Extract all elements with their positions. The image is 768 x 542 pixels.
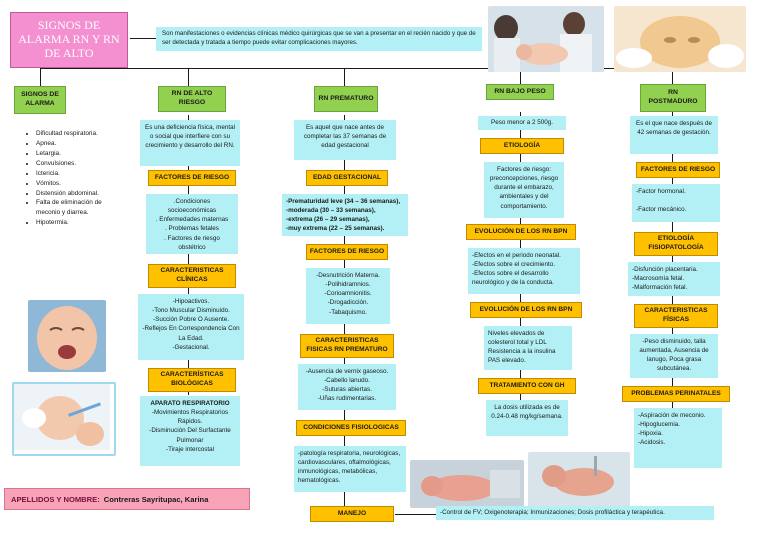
preterm-baby-image-2 bbox=[528, 452, 630, 508]
connector bbox=[130, 38, 156, 39]
alarm-sign-item: Dificultad respiratoria. bbox=[36, 129, 102, 139]
baby-thermometer-photo bbox=[12, 382, 116, 456]
alarm-sign-item: Falta de eliminación de meconio y diarre… bbox=[36, 198, 102, 218]
col4-definition: Peso menor a 2 500g. bbox=[478, 116, 566, 130]
col5-definition: Es el que nace después de 42 semanas de … bbox=[630, 116, 718, 154]
col3-fisicas-title: CARACTERISTICAS FISICAS RN PREMATURO bbox=[300, 334, 394, 358]
main-connector bbox=[40, 68, 688, 69]
page-title: SIGNOS DE ALARMA RN Y RN DE ALTO bbox=[10, 12, 128, 68]
edad-line: -moderada (30 – 33 semanas), bbox=[286, 207, 376, 215]
alarm-sign-item: Apnea. bbox=[36, 139, 102, 149]
col3-fisicas: -Ausencia de vernix gaseoso. -Cabello la… bbox=[298, 364, 396, 410]
col4-evolucion: -Efectos en el periodo neonatal. -Efecto… bbox=[468, 248, 580, 294]
preterm-baby-photo-2 bbox=[528, 452, 630, 508]
col4-header: RN BAJO PESO bbox=[486, 84, 554, 100]
alarm-sign-item: Ictericia. bbox=[36, 169, 102, 179]
col5-factores-title: FACTORES DE RIESGO bbox=[636, 162, 720, 178]
col5-perinatales-title: PROBLEMAS PERINATALES bbox=[622, 386, 730, 402]
col3-fisio: -patología respiratoria, neurológicas, c… bbox=[294, 446, 406, 492]
alarm-signs-list: Dificultad respiratoria.Apnea.Letargia.C… bbox=[22, 129, 102, 228]
col1-header: SIGNOS DE ALARMA bbox=[14, 86, 66, 114]
col3-edad-title: EDAD GESTACIONAL bbox=[306, 170, 388, 186]
col2-clinicas-title: CARACTERISTICAS CLÍNICAS bbox=[148, 264, 236, 288]
col5-factores: -Factor hormonal. -Factor mecánico. bbox=[632, 184, 720, 222]
baby-head-photo bbox=[614, 6, 746, 72]
alarm-sign-item: Convulsiones. bbox=[36, 159, 102, 169]
col2-factores: .Condiciones socioeconómicas . Enfermeda… bbox=[146, 194, 238, 254]
col3-manejo-title: MANEJO bbox=[310, 506, 394, 522]
nurse-baby-image bbox=[488, 6, 604, 72]
col2-spine bbox=[188, 115, 189, 395]
baby-thermometer-image bbox=[14, 384, 110, 450]
baby-head-image bbox=[614, 6, 746, 72]
crying-baby-image bbox=[28, 300, 106, 372]
col2-aparato-text: -Movimientos Respiratorios Rápidos. -Dis… bbox=[149, 409, 231, 453]
col2-clinicas: -Hipoactivos. -Tono Muscular Disminuido.… bbox=[138, 294, 244, 360]
col5-fisicas-title: CARACTERISTICAS FÍSICAS bbox=[634, 304, 718, 328]
col3-factores: -Desnutrición Materna. -Polihidramnios. … bbox=[306, 268, 390, 324]
author-label: APELLIDOS Y NOMBRE: bbox=[11, 494, 100, 504]
preterm-baby-image-1 bbox=[410, 460, 524, 508]
col4-etiologia-title: ETIOLOGÍA bbox=[480, 138, 564, 154]
alarm-sign-item: Letargia. bbox=[36, 149, 102, 159]
col3-fisio-title: CONDICIONES FISIOLOGICAS bbox=[296, 420, 406, 436]
alarm-sign-item: Distensión abdominal. bbox=[36, 189, 102, 199]
col2-factores-title: FACTORES DE RIESGO bbox=[148, 170, 236, 186]
edad-line: -Prematuridad leve (34 – 36 semanas), bbox=[286, 198, 401, 205]
col3-definition: Es aquel que nace antes de completar las… bbox=[294, 120, 396, 160]
col4-tratamiento: La dosis utilizada es de 0.24-0.48 mg/kg… bbox=[486, 400, 568, 436]
col4-etiologia: Factores de riesgo: preconcepciones, rie… bbox=[484, 162, 564, 218]
preterm-baby-photo-1 bbox=[410, 460, 524, 508]
connector bbox=[672, 68, 673, 84]
col3-edad: -Prematuridad leve (34 – 36 semanas), -m… bbox=[282, 194, 408, 236]
author-name: Contreras Sayritupac, Karina bbox=[103, 494, 209, 504]
connector bbox=[40, 68, 41, 86]
col4-evolucion-title: EVOLUCIÓN DE LOS RN BPN bbox=[466, 224, 576, 240]
col5-perinatales: -Aspiración de meconio. -Hipoglucemia. -… bbox=[634, 408, 722, 468]
col2-biologicas-title: CARACTERÍSTICAS BIOLÓGICAS bbox=[148, 368, 236, 392]
connector bbox=[188, 68, 189, 86]
alarm-signs-items: Dificultad respiratoria.Apnea.Letargia.C… bbox=[22, 129, 102, 228]
col3-manejo: -Control de FV; Oxigenoterapia; Inmuniza… bbox=[436, 506, 714, 520]
col3-header: RN PREMATURO bbox=[314, 86, 378, 112]
col3-factores-title: FACTORES DE RIESGO bbox=[306, 244, 388, 260]
col2-aparato-title: APARATO RESPIRATORIO bbox=[150, 400, 230, 407]
col4-evolucion2: Niveles elevados de colesterol total y L… bbox=[484, 326, 572, 370]
col5-fisicas: -Peso disminuido, talla aumentada, Ausen… bbox=[630, 334, 718, 378]
col4-tratamiento-title: TRATAMIENTO CON GH bbox=[478, 378, 576, 394]
col5-header: RN POSTMADURO bbox=[640, 84, 706, 112]
col5-etiologia-title: ETIOLOGÍA FISIOPATOLOGÍA bbox=[634, 232, 718, 256]
definition-box: Son manifestaciones o evidencias clínica… bbox=[156, 27, 482, 51]
col2-definition: Es una deficiencia física, mental o soci… bbox=[140, 120, 240, 166]
author-bar: APELLIDOS Y NOMBRE: Contreras Sayritupac… bbox=[4, 488, 250, 510]
nurse-baby-photo bbox=[488, 6, 604, 72]
col5-etiologia: -Disfunción placentaria. -Macrosomía fet… bbox=[628, 262, 720, 296]
col4-evolucion2-title: EVOLUCIÓN DE LOS RN BPN bbox=[470, 302, 582, 318]
col2-header: RN DE ALTO RIESGO bbox=[158, 86, 226, 112]
col2-aparato: APARATO RESPIRATORIO -Movimientos Respir… bbox=[140, 396, 240, 466]
connector bbox=[395, 514, 437, 515]
alarm-sign-item: Hipotermia. bbox=[36, 218, 102, 228]
edad-line: -extrema (26 – 29 semanas), bbox=[286, 216, 370, 224]
alarm-sign-item: Vómitos. bbox=[36, 179, 102, 189]
crying-baby-photo bbox=[28, 300, 106, 372]
connector bbox=[520, 68, 521, 84]
connector bbox=[344, 68, 345, 86]
edad-line: -muy extrema (22 – 25 semanas). bbox=[286, 225, 385, 233]
